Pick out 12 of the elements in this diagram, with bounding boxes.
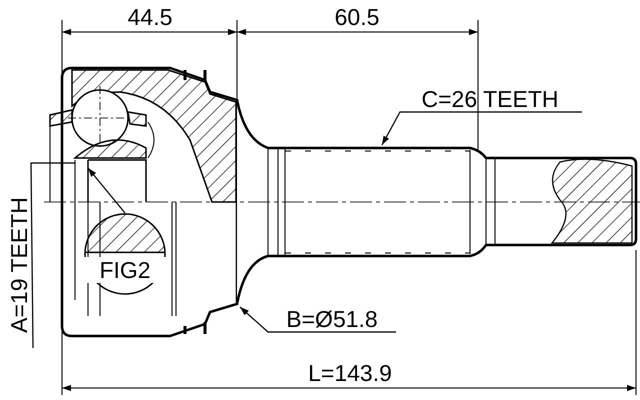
leader-line (88, 168, 126, 214)
callout-label: B=Ø51.8 (268, 306, 396, 332)
dimension-value: L=143.9 (307, 360, 393, 386)
leader-line (240, 306, 396, 333)
callout-label: C=26 TEETH (398, 86, 582, 112)
callout-label: A=19 TEETH (5, 182, 33, 348)
dimension-value: 44.5 (126, 4, 174, 30)
detail-circle (84, 213, 166, 295)
leader-line (30, 162, 75, 348)
leader-line (381, 111, 582, 146)
detail-label: FIG2 (84, 257, 166, 284)
dimension-value: 60.5 (334, 4, 380, 30)
